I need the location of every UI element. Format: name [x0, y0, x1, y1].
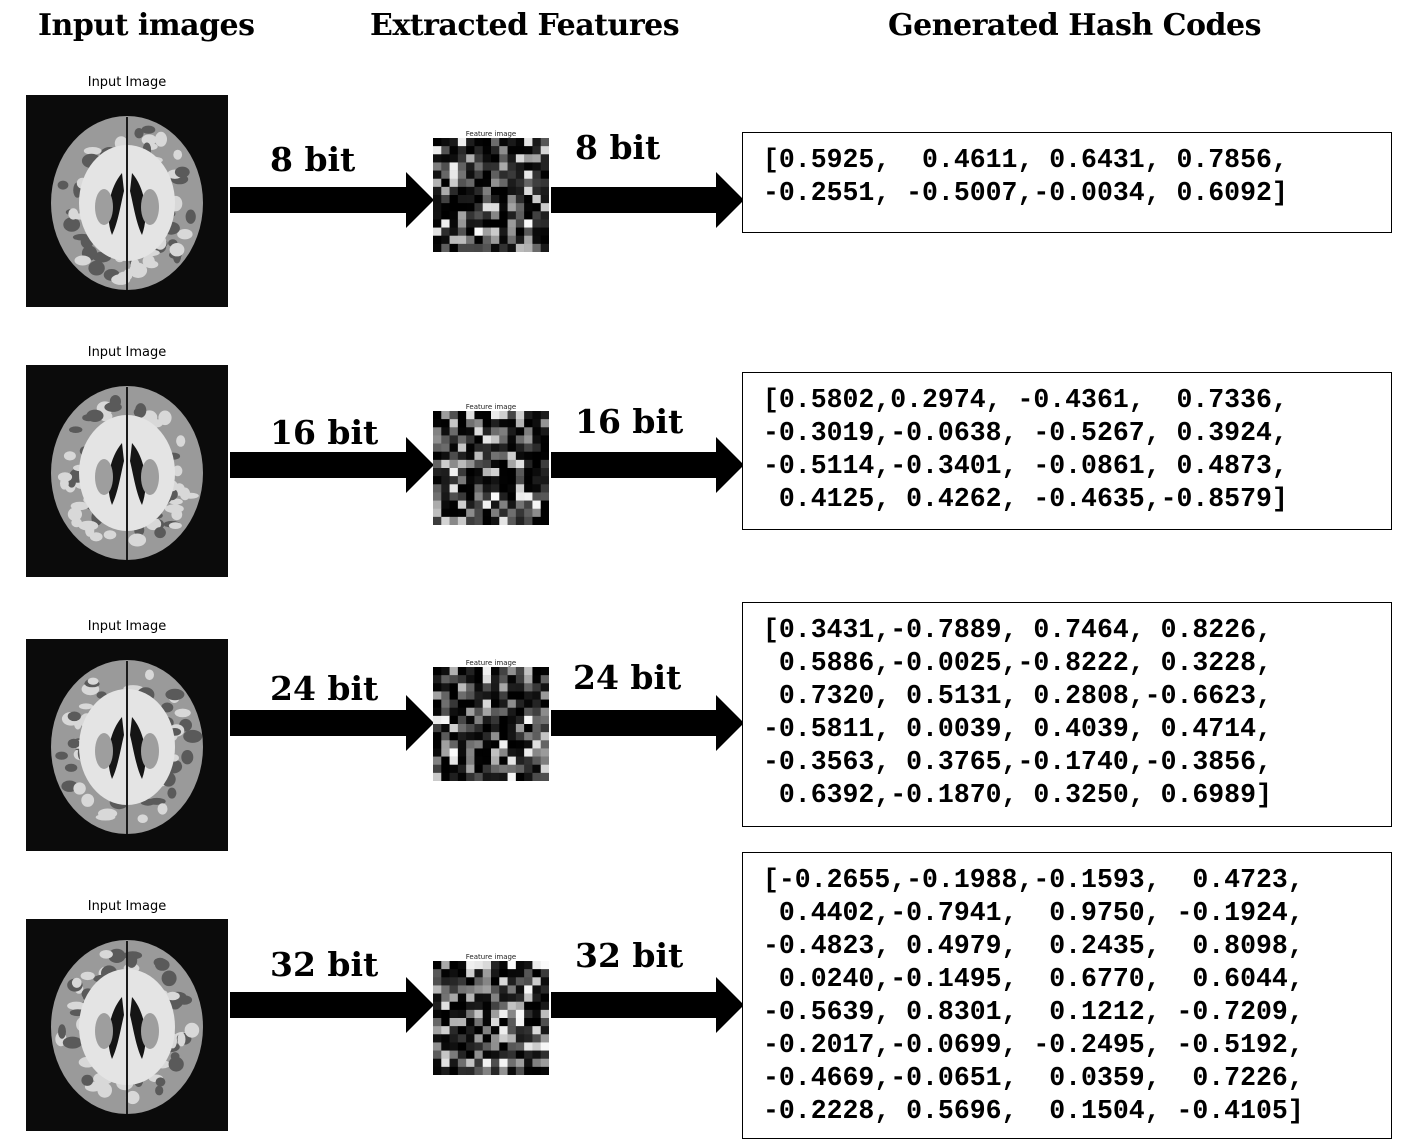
feature-map-image: [433, 667, 549, 781]
hash-code-line: 0.6392,-0.1870, 0.3250, 0.6989]: [763, 780, 1272, 810]
brain-mri-image: [26, 365, 228, 577]
brain-mri-image: [26, 95, 228, 307]
hash-code-line: 0.7320, 0.5131, 0.2808,-0.6623,: [763, 681, 1272, 711]
arrow-right-icon: [551, 172, 744, 232]
header-generated-hash-codes: Generated Hash Codes: [888, 8, 1261, 43]
hash-code-line: [0.5802,0.2974, -0.4361, 0.7336,: [763, 385, 1288, 415]
arrow-right-icon: [551, 695, 744, 755]
feature-image-caption: Feature image: [465, 130, 517, 138]
hash-code-line: -0.2228, 0.5696, 0.1504, -0.4105]: [763, 1096, 1304, 1126]
hash-code-line: -0.4823, 0.4979, 0.2435, 0.8098,: [763, 931, 1304, 961]
hash-code-line: 0.0240,-0.1495, 0.6770, 0.6044,: [763, 964, 1304, 994]
arrow-right-icon: [230, 977, 434, 1037]
hash-code-line: [0.5925, 0.4611, 0.6431, 0.7856,: [763, 145, 1288, 175]
feature-map-image: [433, 411, 549, 525]
header-input-images: Input images: [38, 8, 255, 43]
hash-code-line: [0.3431,-0.7889, 0.7464, 0.8226,: [763, 615, 1272, 645]
input-image-caption: Input Image: [87, 899, 167, 914]
brain-mri-image: [26, 919, 228, 1131]
hash-code-line: -0.5811, 0.0039, 0.4039, 0.4714,: [763, 714, 1272, 744]
input-image-caption: Input Image: [87, 619, 167, 634]
bit-label-right: 8 bit: [575, 128, 661, 167]
bit-label-right: 24 bit: [573, 658, 682, 697]
hash-code-line: -0.5114,-0.3401, -0.0861, 0.4873,: [763, 451, 1288, 481]
hash-code-line: [-0.2655,-0.1988,-0.1593, 0.4723,: [763, 865, 1304, 895]
input-image-caption: Input Image: [87, 75, 167, 90]
hash-code-line: -0.2017,-0.0699, -0.2495, -0.5192,: [763, 1030, 1304, 1060]
arrow-right-icon: [230, 172, 434, 232]
input-image-caption: Input Image: [87, 345, 167, 360]
header-extracted-features: Extracted Features: [370, 8, 680, 43]
feature-image-caption: Feature image: [465, 403, 517, 411]
hash-code-line: -0.3019,-0.0638, -0.5267, 0.3924,: [763, 418, 1288, 448]
feature-image-caption: Feature image: [465, 953, 517, 961]
hash-code-box: [-0.2655,-0.1988,-0.1593, 0.4723, 0.4402…: [742, 852, 1392, 1139]
hash-code-box: [0.5925, 0.4611, 0.6431, 0.7856,-0.2551,…: [742, 132, 1392, 233]
bit-label-right: 16 bit: [575, 402, 684, 441]
hash-code-line: -0.3563, 0.3765,-0.1740,-0.3856,: [763, 747, 1272, 777]
feature-map-image: [433, 138, 549, 252]
brain-mri-image: [26, 639, 228, 851]
hash-code-box: [0.3431,-0.7889, 0.7464, 0.8226, 0.5886,…: [742, 602, 1392, 827]
hash-code-line: -0.4669,-0.0651, 0.0359, 0.7226,: [763, 1063, 1304, 1093]
bit-label-right: 32 bit: [575, 936, 684, 975]
arrow-right-icon: [230, 695, 434, 755]
hash-code-line: 0.5886,-0.0025,-0.8222, 0.3228,: [763, 648, 1272, 678]
arrow-right-icon: [551, 977, 744, 1037]
arrow-right-icon: [230, 437, 434, 497]
hash-code-line: 0.4402,-0.7941, 0.9750, -0.1924,: [763, 898, 1304, 928]
feature-map-image: [433, 961, 549, 1075]
hash-code-box: [0.5802,0.2974, -0.4361, 0.7336,-0.3019,…: [742, 372, 1392, 530]
bit-label-left: 32 bit: [270, 945, 379, 984]
hash-code-line: 0.4125, 0.4262, -0.4635,-0.8579]: [763, 484, 1288, 514]
arrow-right-icon: [551, 437, 744, 497]
hash-code-line: -0.2551, -0.5007,-0.0034, 0.6092]: [763, 178, 1288, 208]
bit-label-left: 8 bit: [270, 140, 356, 179]
bit-label-left: 24 bit: [270, 669, 379, 708]
feature-image-caption: Feature image: [465, 659, 517, 667]
bit-label-left: 16 bit: [270, 413, 379, 452]
hash-code-line: -0.5639, 0.8301, 0.1212, -0.7209,: [763, 997, 1304, 1027]
